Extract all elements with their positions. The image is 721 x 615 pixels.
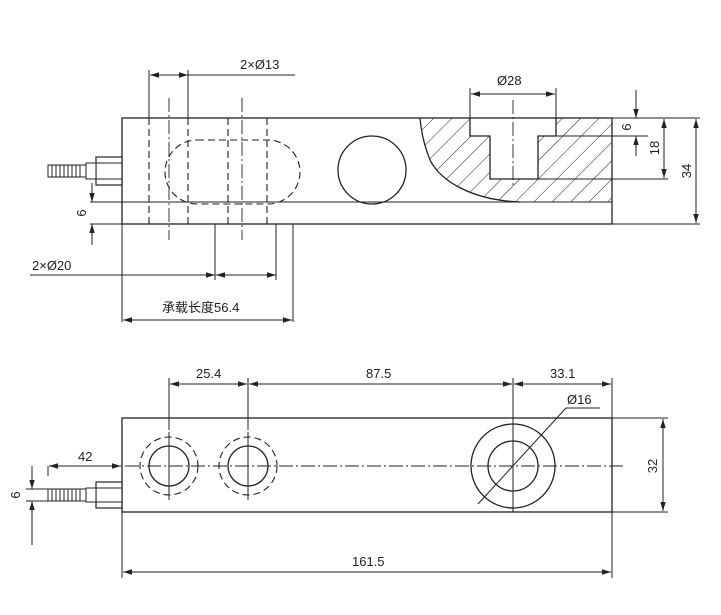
bore-void [490, 136, 538, 179]
dim-span-87-5: 87.5 [366, 366, 391, 381]
side-section-view: 2×Ø13 Ø28 6 18 34 6 2×Ø20 [30, 57, 700, 323]
loading-hole [470, 407, 567, 512]
mounting-hole-2 [218, 432, 278, 500]
plan-view: 25.4 87.5 33.1 Ø16 42 32 6 161.5 [8, 366, 668, 578]
callout-two-holes-20: 2×Ø20 [32, 258, 71, 273]
cable-gland-plan [47, 481, 123, 509]
dim-cable-offset-6-bottom: 6 [8, 491, 23, 498]
dim-pitch-25-4: 25.4 [196, 366, 221, 381]
callout-hole-16: Ø16 [567, 392, 592, 407]
dim-cable-offset-6-top: 6 [74, 209, 89, 216]
dim-cable-42: 42 [78, 449, 92, 464]
callout-load-length: 承载长度56.4 [162, 300, 239, 315]
callout-hole-28: Ø28 [497, 73, 522, 88]
callout-two-holes-13: 2×Ø13 [240, 57, 279, 72]
dim-top-step-6: 6 [619, 123, 634, 130]
through-hole-side [337, 135, 407, 205]
dim-height-34: 34 [679, 164, 694, 178]
dim-end-33-1: 33.1 [550, 366, 575, 381]
dim-length-161-5: 161.5 [352, 554, 385, 569]
slot-outline [164, 139, 301, 205]
dim-counterbore-18: 18 [647, 141, 662, 155]
mounting-hole-1 [139, 432, 199, 500]
beam-body-plan [121, 417, 613, 513]
dim-width-32: 32 [645, 459, 660, 473]
cable-gland-side [47, 156, 123, 186]
